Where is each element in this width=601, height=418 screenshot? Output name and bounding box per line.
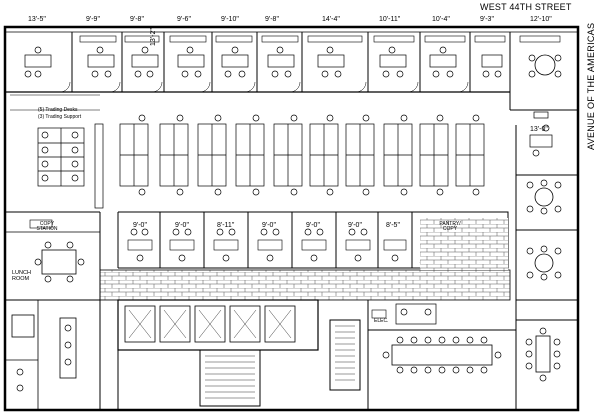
top-dimension-8: 10'-11" (379, 16, 401, 23)
trading-support-label: (3) Trading Support (38, 114, 82, 120)
lunch-room-label: LUNCH ROOM (12, 270, 31, 282)
trading-workstations (37, 123, 485, 209)
building-core (99, 299, 361, 410)
interior-office-dimension-1: 9'-0" (133, 222, 147, 229)
office-dimension-13-2: 13'-2" (150, 28, 157, 46)
interior-office-dimension-5: 9'-0" (306, 222, 320, 229)
top-dimension-10: 9'-3" (480, 16, 494, 23)
interior-office-dimension-7: 8'-5" (386, 222, 400, 229)
boardroom-chairs (382, 308, 502, 374)
top-dimension-3: 9'-8" (130, 16, 144, 23)
copy-station-label: COPY STATION (36, 221, 58, 232)
top-dimension-7: 14'-4" (322, 16, 340, 23)
pantry-copy-label: PANTRY/ COPY (439, 221, 461, 232)
exterior-walls (3, 25, 580, 412)
right-room-chairs (525, 124, 562, 382)
office-dimension-13-0: 13'-0" (530, 126, 548, 133)
street-label: WEST 44TH STREET (480, 2, 572, 12)
avenue-label: AVENUE OF THE AMERICAS (586, 22, 596, 150)
top-perimeter-offices (5, 32, 561, 110)
top-dimension-11: 12'-10" (530, 16, 552, 23)
interior-offices (117, 211, 509, 274)
top-dimension-9: 10'-4" (432, 16, 450, 23)
lunch-chairs (16, 241, 85, 392)
top-dimension-6: 9'-8" (265, 16, 279, 23)
top-dimension-4: 9'-6" (177, 16, 191, 23)
elec-room-label: ELEC. (374, 318, 389, 324)
interior-office-dimension-6: 9'-0" (348, 222, 362, 229)
trading-desks-label: (5) Trading Desks (38, 107, 78, 113)
interior-office-dimension-3: 8'-11" (217, 222, 235, 229)
interior-office-dimension-2: 9'-0" (175, 222, 189, 229)
top-dimension-1: 13'-5" (28, 16, 46, 23)
left-support-rooms (5, 94, 101, 410)
top-dimension-2: 9'-9" (86, 16, 100, 23)
right-conference-rooms (510, 109, 578, 410)
top-office-chairs (24, 46, 562, 78)
interior-office-chairs (130, 228, 399, 262)
boardroom (367, 300, 516, 410)
top-dimension-5: 9'-10" (221, 16, 239, 23)
interior-office-dimension-4: 9'-0" (262, 222, 276, 229)
